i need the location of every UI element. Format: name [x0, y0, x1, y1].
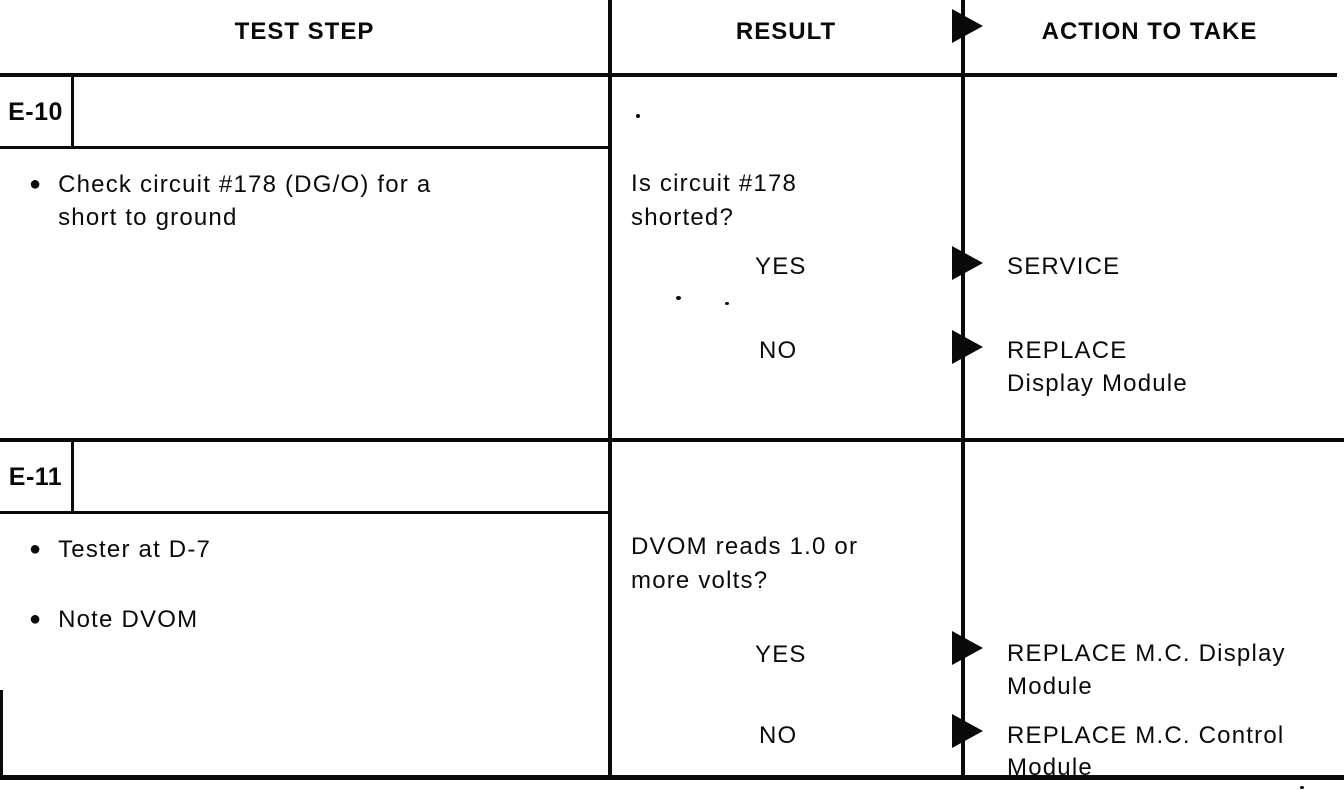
step-e10-result-label-yes: YES: [755, 253, 807, 280]
header-bottom-rule: [0, 73, 1337, 77]
step-e11-result-label-yes: YES: [755, 641, 807, 668]
step-e11-result-question: DVOM reads 1.0 or more volts?: [631, 533, 859, 594]
column-divider-result-action: [961, 0, 965, 780]
step-e10-no-arrow-right-icon: [952, 330, 983, 364]
step-e10-action-yes: SERVICE: [1007, 253, 1121, 280]
step-e10-id-cell-divider: [71, 73, 74, 149]
scan-speck: [676, 296, 681, 300]
step-id-badge-e10: E-10: [8, 98, 63, 126]
step-e10-yes-arrow-right-icon: [952, 246, 983, 280]
row-divider-e10-e11: [0, 438, 1344, 442]
bullet-icon: ●: [29, 538, 42, 560]
scan-speck: [725, 302, 729, 305]
scan-speck: [1300, 786, 1304, 789]
step-e10-action-no: REPLACE Display Module: [1007, 337, 1188, 397]
step-e10-box-bottom-rule: [0, 146, 611, 149]
step-id-badge-e11: E-11: [8, 463, 63, 491]
step-e11-result-label-no: NO: [759, 722, 798, 749]
left-border-partial: [0, 690, 3, 778]
step-e11-box-bottom-rule: [0, 511, 611, 514]
step-e11-id-cell-divider: [71, 440, 74, 514]
column-header-action: ACTION TO TAKE: [1041, 18, 1258, 45]
bullet-icon: ●: [29, 608, 42, 630]
step-e11-instruction-1-text: Tester at D-7: [58, 536, 212, 563]
column-header-result: RESULT: [735, 18, 837, 45]
step-e11-yes-arrow-right-icon: [952, 631, 983, 665]
table-bottom-border: [0, 775, 1344, 780]
step-e11-action-no: REPLACE M.C. Control Module: [1007, 722, 1285, 781]
scan-speck: [636, 114, 640, 118]
step-e11-instruction-2: ● Note DVOM: [29, 603, 589, 636]
step-e11-instruction-2-text: Note DVOM: [58, 606, 199, 633]
step-e10-instruction-text: Check circuit #178 (DG/O) for a short to…: [58, 171, 432, 231]
column-divider-test-step-result: [608, 0, 612, 780]
column-header-test-step: TEST STEP: [234, 18, 375, 45]
header-arrow-right-icon: [952, 9, 983, 43]
step-e10-result-label-no: NO: [759, 337, 798, 364]
step-e10-instruction: ● Check circuit #178 (DG/O) for a short …: [29, 168, 589, 234]
step-e10-result-question: Is circuit #178 shorted?: [631, 170, 798, 231]
bullet-icon: ●: [29, 173, 42, 195]
step-e11-no-arrow-right-icon: [952, 714, 983, 748]
step-e11-instruction-1: ● Tester at D-7: [29, 533, 589, 566]
step-e11-action-yes: REPLACE M.C. Display Module: [1007, 640, 1286, 700]
